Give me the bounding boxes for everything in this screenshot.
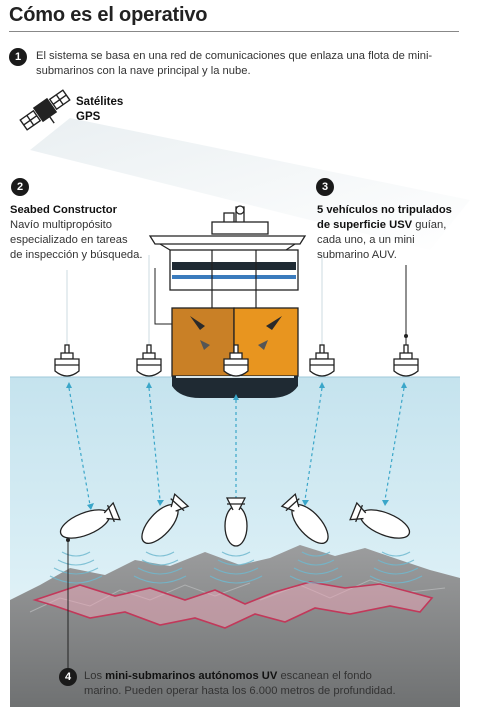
auv-2 bbox=[141, 493, 190, 544]
link-5 bbox=[384, 387, 405, 501]
step-4-text: Los mini-submarinos autónomos UV escanea… bbox=[84, 669, 464, 699]
step-2-text: Seabed Constructor Navío multipropósito … bbox=[10, 203, 142, 263]
usv-1 bbox=[54, 344, 80, 377]
ship-name: Seabed Constructor bbox=[10, 204, 117, 216]
step-2-line2: especializado en tareas bbox=[10, 234, 128, 246]
step-4-badge: 4 bbox=[59, 668, 77, 686]
satellite-label-line2: GPS bbox=[76, 111, 101, 123]
page-title: Cómo es el operativo bbox=[9, 4, 208, 26]
auv-4 bbox=[280, 493, 329, 544]
link-2 bbox=[148, 387, 161, 501]
step-3-line4: submarino AUV. bbox=[317, 249, 397, 261]
seabed-scan-zone bbox=[32, 581, 434, 629]
usv-5 bbox=[393, 344, 419, 377]
callout-dot-auv bbox=[66, 538, 70, 542]
step-2-badge: 2 bbox=[11, 178, 29, 196]
auv-submarines bbox=[59, 493, 411, 547]
step-4-line2: marino. Pueden operar hasta los 6.000 me… bbox=[84, 685, 396, 697]
callout-dot-usv bbox=[404, 334, 408, 338]
step-2-line1: Navío multipropósito bbox=[10, 219, 112, 231]
step-3-text: 5 vehículos no tripulados de superficie … bbox=[317, 203, 467, 263]
usv-3 bbox=[223, 344, 249, 377]
link-arrowheads bbox=[66, 382, 407, 510]
satellite-label-line1: Satélites bbox=[76, 96, 124, 108]
auv-1 bbox=[59, 501, 121, 539]
step-2-line3: de inspección y búsqueda. bbox=[10, 249, 143, 261]
step-3-line3: cada uno, a un mini bbox=[317, 234, 415, 246]
step-1-text: El sistema se basa en una red de comunic… bbox=[36, 50, 433, 77]
satellite-signal-beam bbox=[30, 118, 470, 250]
title-divider bbox=[9, 31, 459, 32]
sonar-waves bbox=[49, 551, 423, 584]
step-4-suffix: escanean el fondo bbox=[277, 670, 372, 682]
auv-3 bbox=[224, 497, 248, 547]
link-4 bbox=[304, 387, 323, 501]
step-4-prefix: Los bbox=[84, 670, 106, 682]
auv-5 bbox=[349, 501, 411, 539]
step-3-line2-rest: guían, bbox=[412, 219, 447, 231]
usv-4 bbox=[309, 344, 335, 377]
step-3-line1: 5 vehículos no tripulados bbox=[317, 204, 452, 216]
satellite-icon bbox=[19, 89, 71, 131]
step-3-badge: 3 bbox=[316, 178, 334, 196]
step-4-bold: mini-submarinos autónomos UV bbox=[105, 670, 278, 682]
usv-2 bbox=[136, 344, 162, 377]
usv-drones bbox=[54, 344, 419, 377]
seabed-terrain bbox=[10, 545, 460, 707]
communication-links bbox=[68, 387, 405, 506]
link-1 bbox=[68, 387, 91, 506]
step-3-line2-bold: de superficie USV bbox=[317, 219, 413, 231]
ship-seabed-constructor bbox=[148, 205, 307, 398]
step-1-badge: 1 bbox=[9, 48, 27, 66]
